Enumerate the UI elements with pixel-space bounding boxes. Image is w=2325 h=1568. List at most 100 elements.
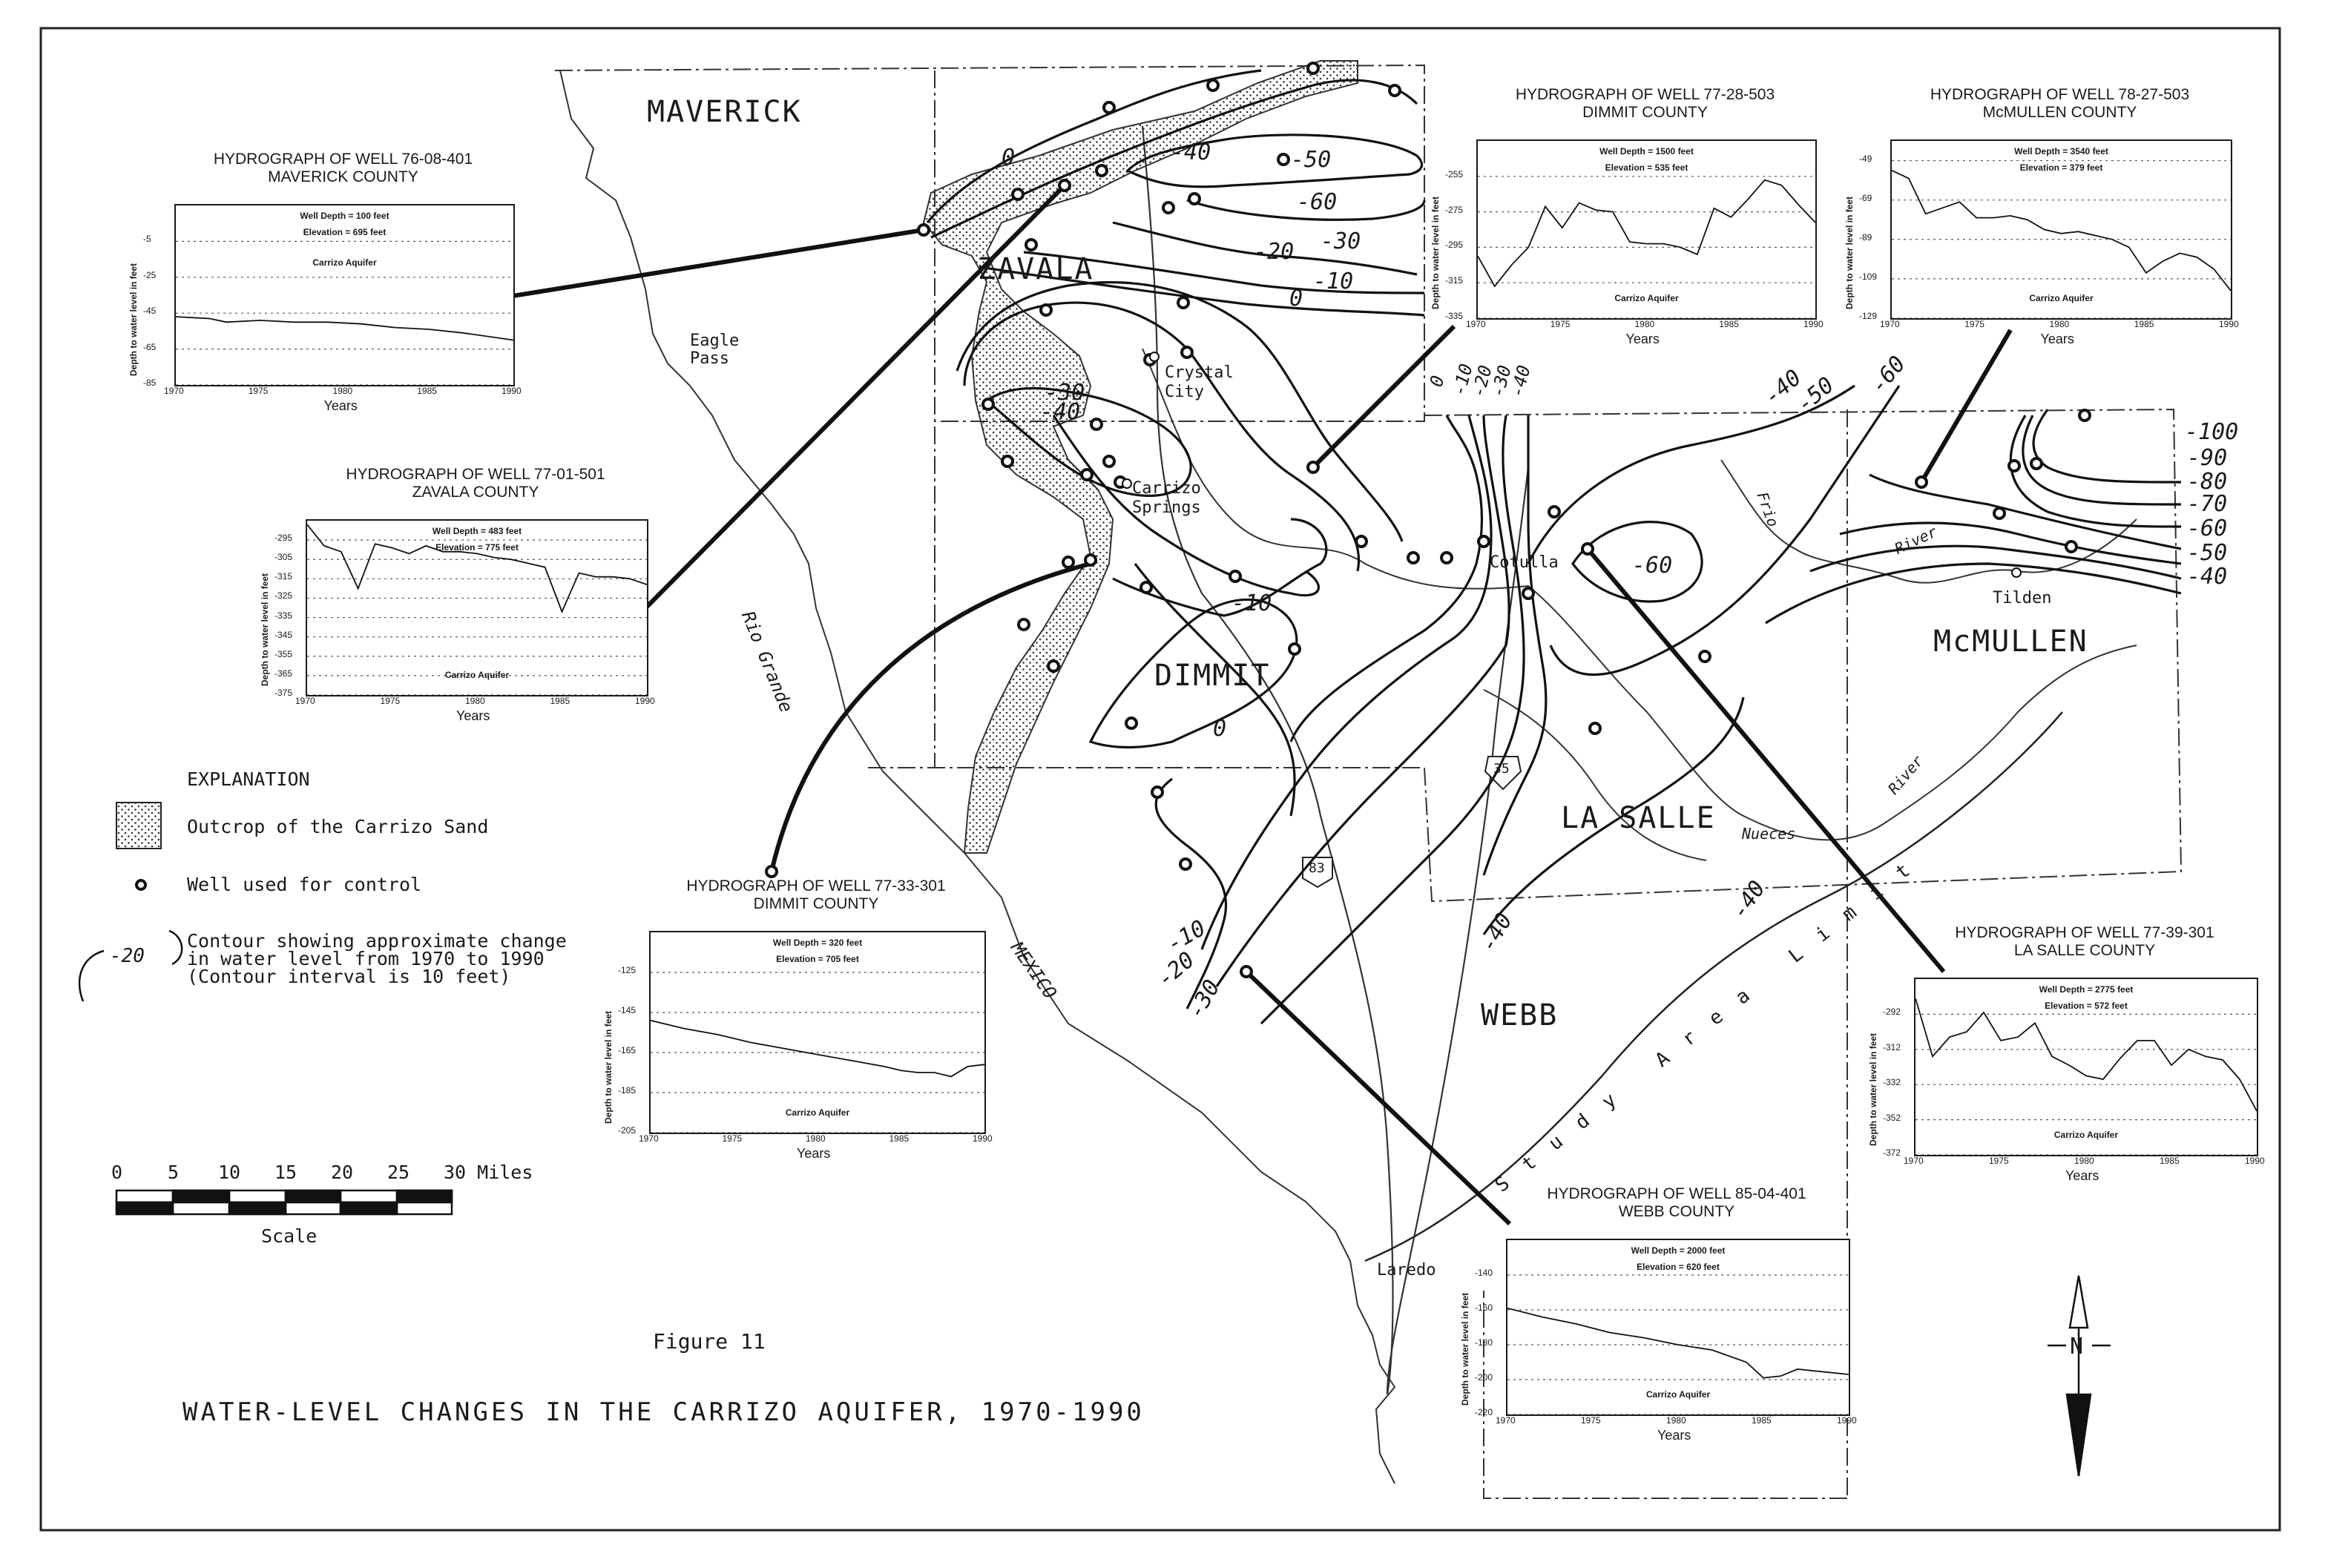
explanation-well: Well used for control <box>187 874 422 895</box>
y-tick-label: -5 <box>143 234 151 245</box>
y-tick-label: -220 <box>1475 1407 1493 1417</box>
x-tick-label: 1975 <box>1581 1415 1601 1426</box>
hydrograph-y-axis-label: Depth to water level in feet <box>1460 1292 1470 1406</box>
well-elevation-note: Elevation = 695 feet <box>303 227 387 237</box>
hydrograph-y-axis-label: Depth to water level in feet <box>1430 196 1441 309</box>
explanation-contour-line2: in water level from 1970 to 1990 <box>187 948 545 969</box>
well-depth-note: Well Depth = 100 feet <box>300 211 389 221</box>
contour-value: -50 <box>1291 147 1332 173</box>
well-marker <box>1095 164 1108 177</box>
north-arrow <box>2048 1275 2111 1477</box>
contour-line <box>1215 415 1510 987</box>
maverick-boundary <box>554 64 1425 422</box>
scale-bar <box>115 1189 453 1216</box>
well-marker <box>1017 618 1030 631</box>
hydrograph-title: HYDROGRAPH OF WELL 85-04-401 <box>1547 1185 1806 1202</box>
hydrograph-county: MAVERICK COUNTY <box>268 168 418 185</box>
hydrograph-y-axis-label: Depth to water level in feet <box>603 1010 614 1124</box>
i35-label: 35 <box>1493 761 1510 777</box>
hydrograph-title: HYDROGRAPH OF WELL 78-27-503 <box>1930 86 2190 103</box>
y-tick-label: -295 <box>1445 240 1464 251</box>
well-marker <box>1058 179 1071 192</box>
scale-tick-label: 10 <box>218 1162 241 1183</box>
well-marker <box>1151 785 1164 799</box>
contour-value: -30 <box>1045 380 1085 406</box>
contour-value: -70 <box>2187 491 2228 517</box>
leader-line <box>769 561 1091 872</box>
well-marker <box>1698 650 1711 663</box>
well-marker <box>1355 535 1368 548</box>
x-tick-label: 1980 <box>2049 319 2070 329</box>
i35-shield <box>1484 756 1522 791</box>
contour-line <box>1571 521 1703 603</box>
leader-line <box>1585 547 1946 973</box>
x-tick-label: 1980 <box>332 386 353 396</box>
contour-legend-symbol <box>168 929 183 966</box>
city-label-tilden: Tilden <box>1993 589 2052 607</box>
y-tick-label: -375 <box>274 688 293 698</box>
well-marker <box>1588 722 1602 735</box>
y-tick-label: -312 <box>1883 1041 1901 1053</box>
contour-line <box>1289 415 1484 742</box>
contour-value: -60 <box>2187 515 2228 541</box>
x-tick-label: 1975 <box>1964 319 1984 329</box>
y-tick-label: -355 <box>274 648 293 659</box>
well-marker <box>1084 553 1097 567</box>
well-marker <box>1388 84 1401 97</box>
map-title: WATER-LEVEL CHANGES IN THE CARRIZO AQUIF… <box>182 1397 1145 1427</box>
well-elevation-note: Elevation = 535 feet <box>1605 162 1688 173</box>
scale-tick-label: 20 <box>331 1162 354 1183</box>
north-label: N <box>2070 1334 2084 1360</box>
city-marker <box>1149 352 1160 362</box>
well-marker <box>1001 455 1014 468</box>
well-marker <box>1188 192 1201 205</box>
us83-highway <box>1141 125 1394 1395</box>
y-tick-label: -85 <box>143 378 157 388</box>
contour-line <box>1482 696 1745 935</box>
y-tick-label: -160 <box>1475 1302 1493 1313</box>
contour-value: -100 <box>2185 419 2239 445</box>
us83-label: 83 <box>1309 860 1325 876</box>
y-tick-label: -69 <box>1859 192 1872 203</box>
contour-line <box>956 281 1404 542</box>
x-tick-label: 1975 <box>722 1133 743 1144</box>
contour-value: 0 <box>1213 716 1227 742</box>
well-marker <box>1102 455 1116 468</box>
well-marker <box>1915 475 1928 489</box>
x-tick-label: 1990 <box>973 1133 993 1144</box>
x-tick-label: 1980 <box>2074 1156 2094 1166</box>
hydrograph-county: DIMMIT COUNTY <box>753 895 879 912</box>
contour-line <box>2032 409 2182 484</box>
hydrograph-y-axis-label: Depth to water level in feet <box>1844 196 1855 309</box>
contour-value: -60 <box>1632 553 1673 579</box>
y-tick-label: -315 <box>274 571 293 582</box>
y-tick-label: -335 <box>274 610 293 621</box>
y-tick-label: -365 <box>274 668 293 679</box>
city-label-eagle-pass: Eagle Pass <box>690 332 740 368</box>
map-border <box>39 27 2281 1532</box>
contour-value: -40 <box>1171 139 1211 165</box>
aquifer-label: Carrizo Aquifer <box>785 1107 850 1118</box>
well-marker <box>1090 418 1103 431</box>
well-marker <box>1229 570 1242 583</box>
x-tick-label: 1970 <box>639 1133 659 1144</box>
x-tick-label: 1985 <box>2134 319 2154 329</box>
y-tick-label: -295 <box>274 533 293 544</box>
aquifer-label: Carrizo Aquifer <box>312 257 377 268</box>
well-marker <box>1080 468 1094 481</box>
hydrograph-y-axis-label: Depth to water level in feet <box>260 573 270 686</box>
y-tick-label: -200 <box>1475 1372 1493 1383</box>
well-marker <box>1581 542 1594 556</box>
hydrograph-plot <box>651 972 984 1133</box>
well-marker <box>1162 201 1175 214</box>
contour-line <box>979 266 1425 317</box>
well-marker <box>1440 551 1453 564</box>
well-marker <box>1277 153 1290 166</box>
well-elevation-note: Elevation = 775 feet <box>435 542 519 553</box>
x-tick-label: 1970 <box>295 696 315 706</box>
well-marker <box>1047 659 1060 673</box>
contour-line <box>2009 415 2182 528</box>
